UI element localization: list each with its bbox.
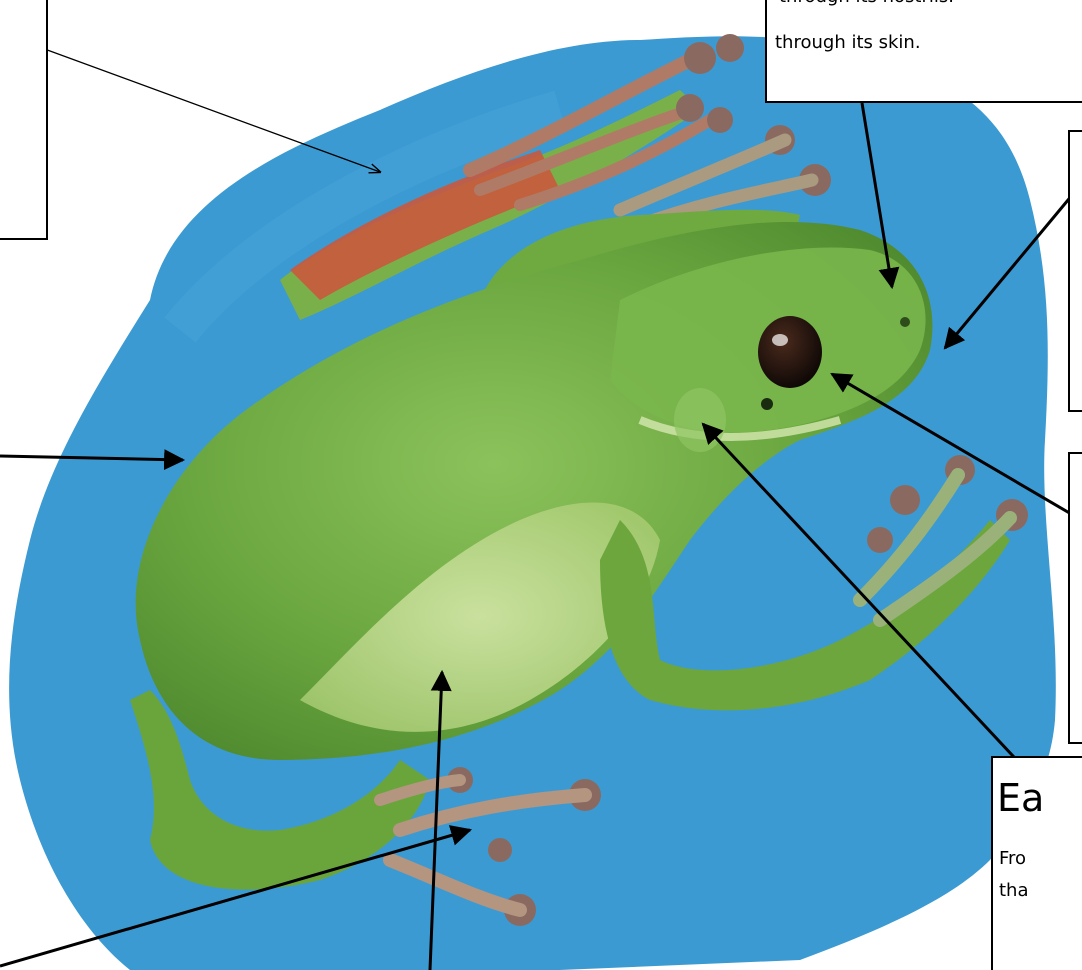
callout-eye — [1068, 452, 1082, 744]
callout-ears: Ea Fro tha — [991, 756, 1082, 970]
callout-snout — [1068, 130, 1082, 412]
nostril — [900, 317, 910, 327]
eye — [758, 316, 822, 388]
breathing-line-2: through its skin. — [775, 28, 921, 58]
ears-heading: Ea — [997, 776, 1044, 820]
ears-line-1: Fro — [999, 844, 1026, 874]
callout-top-left — [0, 0, 48, 240]
breathing-line-1: through its nostrils. — [779, 0, 954, 12]
callout-breathing: through its nostrils. through its skin. — [765, 0, 1082, 103]
arrow-to-thigh — [20, 40, 380, 172]
ears-line-2: tha — [999, 876, 1029, 906]
